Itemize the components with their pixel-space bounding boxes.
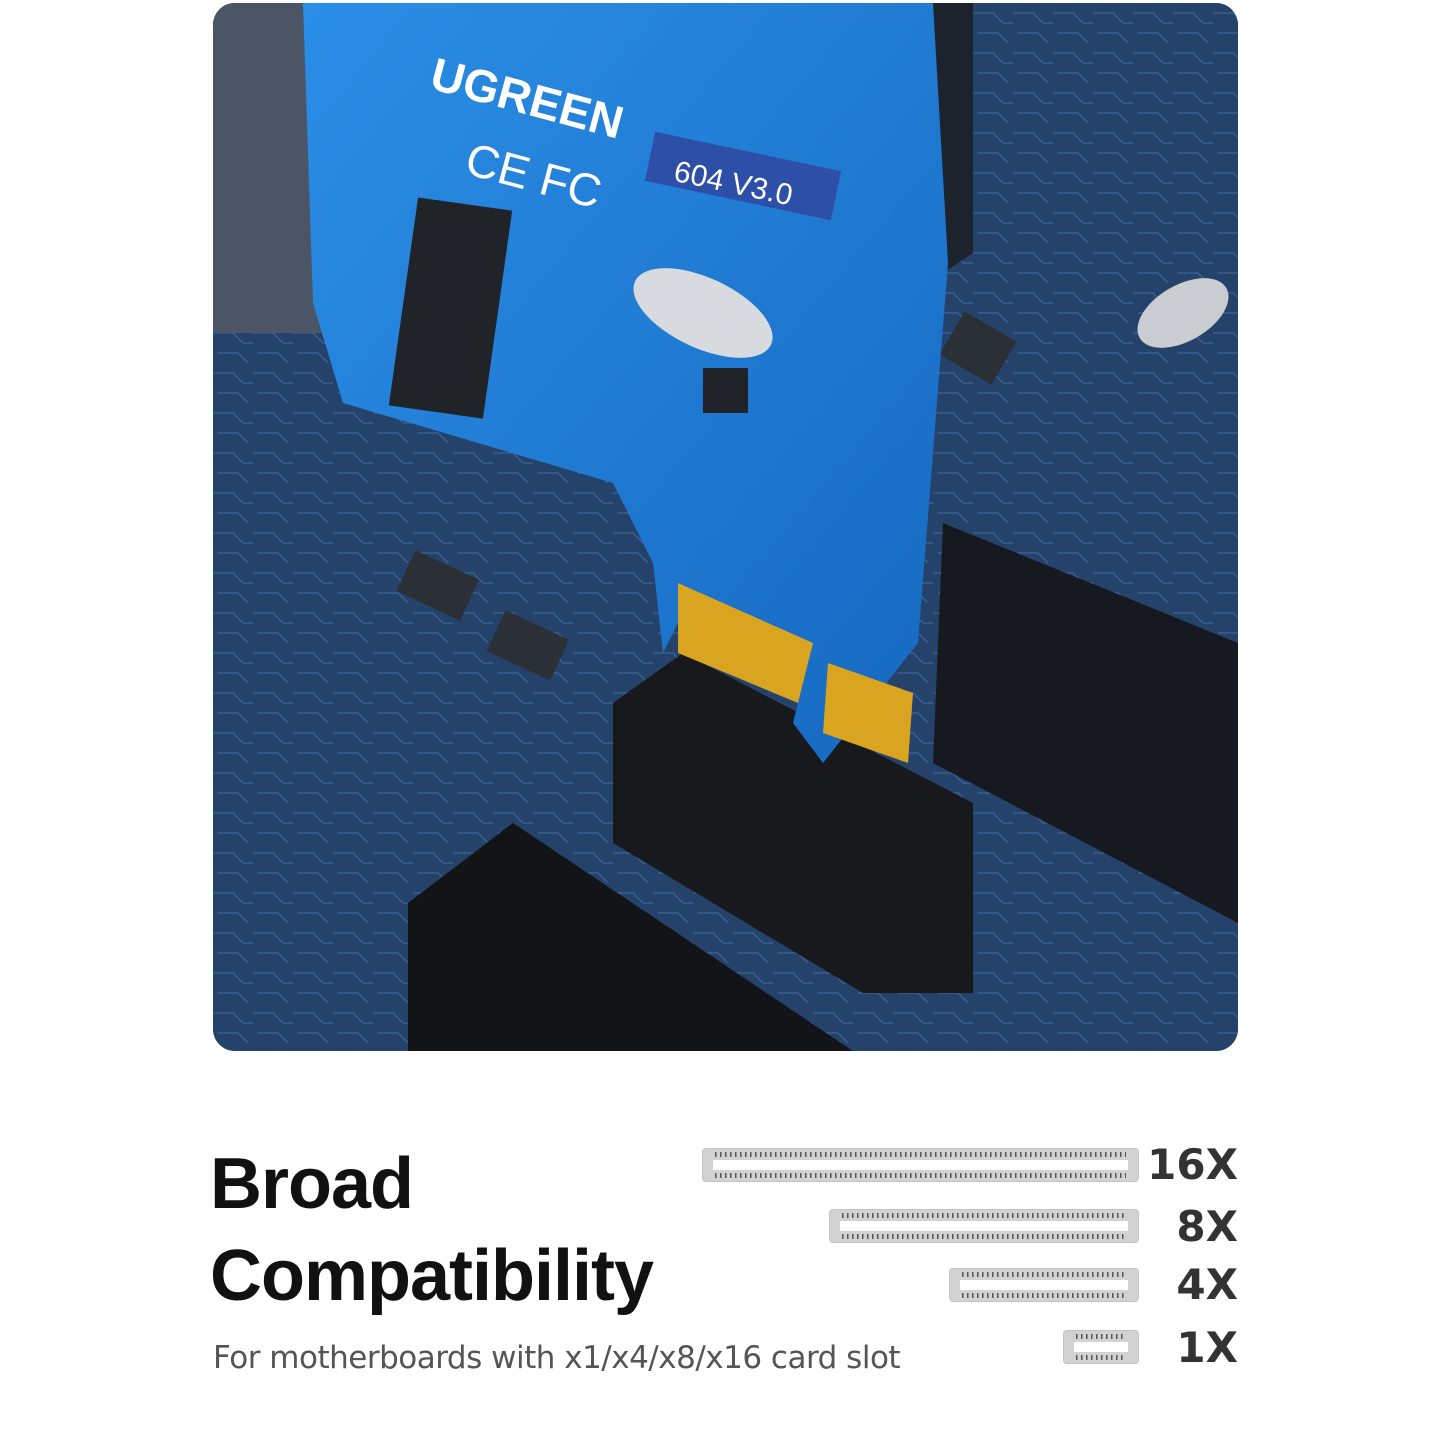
slot-1x-diagram (1064, 1331, 1138, 1363)
heading-line-2: Compatibility (210, 1236, 654, 1316)
product-photo: UGREEN CE FC 604 V3.0 (213, 3, 1238, 1051)
subtitle: For motherboards with x1/x4/x8/x16 card … (213, 1340, 901, 1376)
chip-u1 (388, 197, 513, 419)
slot-1x-label: 1X (1176, 1323, 1238, 1372)
slot-8x-diagram (830, 1210, 1138, 1242)
gold-contacts (678, 583, 813, 703)
pcie-slot-front (613, 653, 973, 993)
crystal-oscillator (1137, 278, 1229, 348)
heading-line-1: Broad (210, 1144, 414, 1224)
pcie-slot-right (933, 523, 1238, 923)
slot-4x-label: 4X (1176, 1260, 1238, 1309)
slot-16x-label: 16X (1147, 1140, 1238, 1189)
slot-8x-label: 8X (1176, 1202, 1238, 1251)
pcie-slot-bottom (408, 823, 853, 1051)
slot-4x-diagram (950, 1269, 1138, 1301)
slot-16x-diagram (703, 1149, 1138, 1181)
card-crystal (633, 268, 773, 358)
